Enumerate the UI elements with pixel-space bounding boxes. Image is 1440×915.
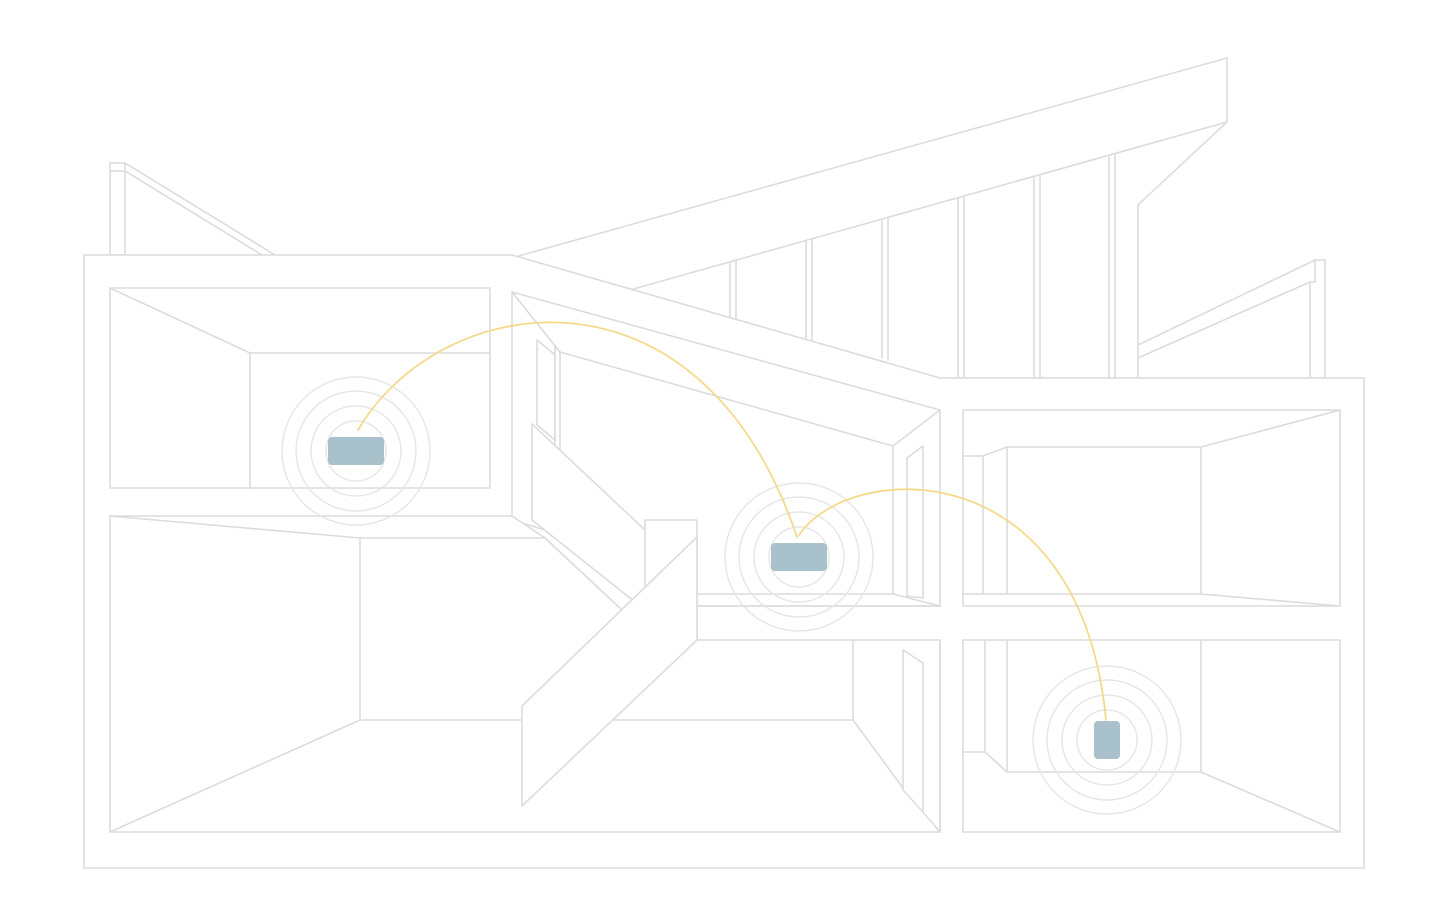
signal-ring bbox=[1076, 709, 1138, 771]
roof-structure bbox=[109, 57, 1326, 379]
signal-rings bbox=[281, 376, 1182, 815]
right-roof-beam-lower bbox=[1137, 281, 1311, 359]
connection-arcs bbox=[357, 321, 1107, 721]
lower-left-floor-right bbox=[922, 811, 941, 833]
left-roof-beam-lower bbox=[124, 170, 263, 256]
upper-left-room bbox=[109, 287, 491, 489]
lower-stair-wall bbox=[521, 536, 698, 807]
signal-ring bbox=[1061, 694, 1153, 786]
devices bbox=[328, 437, 1120, 759]
signal-ring bbox=[768, 526, 830, 588]
signal-ring bbox=[310, 405, 402, 497]
signal-ring bbox=[738, 496, 860, 618]
lower-stair bbox=[521, 536, 698, 807]
signal-ring bbox=[753, 511, 845, 603]
lower-left-room bbox=[109, 515, 941, 833]
upper-right-room-frame bbox=[962, 409, 1341, 607]
signal-ring bbox=[1046, 679, 1168, 801]
left-roof-post bbox=[109, 162, 126, 256]
center-hall-right-door bbox=[906, 445, 924, 599]
router-icon bbox=[328, 437, 384, 465]
signal-ring bbox=[1032, 665, 1182, 815]
connection-arc bbox=[798, 488, 1107, 721]
right-roof-post bbox=[1309, 259, 1326, 379]
lower-right-floor-diagonal bbox=[1200, 771, 1341, 833]
left-roof-beam-upper bbox=[124, 162, 276, 256]
signal-ring bbox=[295, 390, 417, 512]
signal-ring bbox=[325, 420, 387, 482]
router-icon bbox=[1094, 721, 1120, 759]
center-hall-door bbox=[536, 339, 556, 441]
signal-ring bbox=[281, 376, 431, 526]
upper-right-room bbox=[962, 409, 1341, 607]
lower-right-back-wall bbox=[1006, 639, 1202, 773]
upper-left-room-frame bbox=[109, 287, 491, 489]
lower-right-room bbox=[939, 639, 1341, 833]
connection-arc bbox=[357, 321, 798, 538]
right-roof-beam-upper bbox=[1137, 259, 1316, 346]
lower-left-floor-diagonal bbox=[109, 719, 361, 833]
router-icon bbox=[771, 543, 827, 571]
lower-left-door bbox=[902, 649, 924, 813]
signal-ring bbox=[724, 482, 874, 632]
